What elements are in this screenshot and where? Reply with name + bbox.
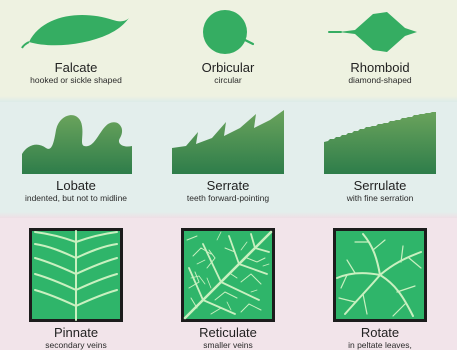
shape-description: diamond-shaped [304, 75, 456, 86]
venation-name: Reticulate [152, 325, 304, 340]
reticulate-cell: Reticulate smaller veins [152, 228, 304, 351]
shape-name: Falcate [0, 60, 152, 75]
margin-description: with fine serration [304, 193, 456, 204]
rotate-cell: Rotate in peltate leaves, [304, 228, 456, 351]
venation-name: Pinnate [0, 325, 152, 340]
lobate-margin-icon [16, 108, 136, 174]
row-divider [0, 212, 457, 218]
margin-description: indented, but not to midline [0, 193, 152, 204]
serrulate-cell: Serrulate with fine serration [304, 108, 456, 204]
shape-name: Rhomboid [304, 60, 456, 75]
shape-description: circular [152, 75, 304, 86]
pinnate-cell: Pinnate secondary veins [0, 228, 152, 351]
rhomboid-leaf-icon [325, 6, 435, 58]
margin-name: Serrulate [304, 178, 456, 193]
shape-description: hooked or sickle shaped [0, 75, 152, 86]
falcate-cell: Falcate hooked or sickle shaped [0, 6, 152, 86]
margin-name: Serrate [152, 178, 304, 193]
margin-description: teeth forward-pointing [152, 193, 304, 204]
orbicular-cell: Orbicular circular [152, 6, 304, 86]
venation-name: Rotate [304, 325, 456, 340]
rhomboid-cell: Rhomboid diamond-shaped [304, 6, 456, 86]
row-divider [0, 96, 457, 102]
pinnate-venation-icon [29, 228, 123, 322]
falcate-leaf-icon [21, 6, 131, 58]
venation-description: smaller veins [152, 340, 304, 351]
shape-name: Orbicular [152, 60, 304, 75]
venation-description: secondary veins [0, 340, 152, 351]
rotate-venation-icon [333, 228, 427, 322]
lobate-cell: Lobate indented, but not to midline [0, 108, 152, 204]
margin-name: Lobate [0, 178, 152, 193]
serrate-cell: Serrate teeth forward-pointing [152, 108, 304, 204]
reticulate-venation-icon [181, 228, 275, 322]
serrulate-margin-icon [320, 108, 440, 174]
venation-description: in peltate leaves, [304, 340, 456, 351]
orbicular-leaf-icon [173, 6, 283, 58]
serrate-margin-icon [168, 108, 288, 174]
